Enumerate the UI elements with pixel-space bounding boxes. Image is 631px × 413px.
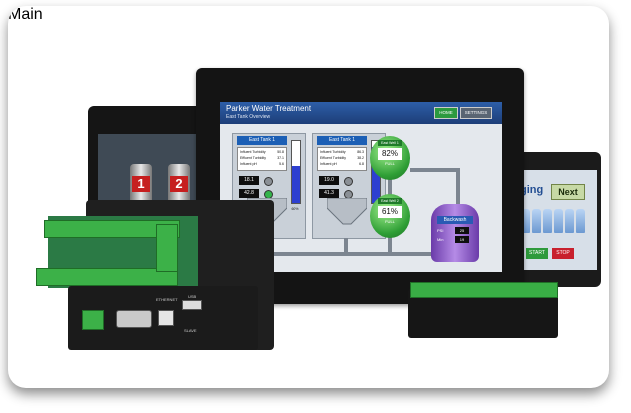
reading-value: 5.6	[279, 162, 284, 166]
numeric-display: 19.0	[319, 176, 339, 185]
hmi-main-device: Parker Water Treatment East Tank Overvie…	[196, 68, 524, 304]
screen-header: Parker Water Treatment East Tank Overvie…	[220, 102, 502, 124]
terminal-block	[156, 224, 178, 272]
settings-button[interactable]: SETTINGS	[460, 107, 492, 119]
next-button[interactable]: Next	[551, 184, 585, 200]
stop-button[interactable]: STOP	[552, 248, 574, 259]
image-card: Main 1 2 ging Next START STOP Parker Wat…	[8, 6, 609, 388]
tank-icon-2: 2	[168, 164, 190, 204]
well-sphere-1: East Well 1 82% FULL	[370, 136, 410, 180]
well-status: FULL	[385, 161, 395, 166]
tank-panel-title: East Tank 1	[317, 136, 367, 145]
screen-title: Parker Water Treatment	[226, 104, 312, 113]
bottle-icon	[521, 209, 530, 233]
reading-value: 50.8	[277, 150, 284, 154]
pipe	[344, 238, 348, 256]
power-terminal	[82, 310, 104, 330]
serial-port[interactable]	[116, 310, 152, 328]
reading-label: Influent Turbidity	[240, 150, 266, 154]
bottle-icon	[576, 209, 585, 233]
reading-label: Influent Turbidity	[320, 150, 346, 154]
pipe	[264, 252, 460, 256]
plc-controller: ETHERNET USB SLAVE	[36, 198, 274, 353]
pipe	[456, 168, 460, 208]
hmi-main-screen: Parker Water Treatment East Tank Overvie…	[220, 102, 502, 272]
min-label: Min	[437, 237, 444, 242]
psi-value: 25	[455, 227, 469, 234]
well-status: FULL	[385, 219, 395, 224]
terminal-strip	[410, 282, 558, 298]
hmi-left-title: Main	[8, 6, 43, 23]
reading-value: 86.3	[357, 150, 364, 154]
well-label: East Well 2	[378, 198, 402, 204]
home-button[interactable]: HOME	[434, 107, 458, 119]
reading-label: Effluent Turbidity	[320, 156, 347, 160]
usb-port[interactable]	[182, 300, 202, 310]
hopper-tank-icon	[327, 198, 367, 225]
usb-label: USB	[188, 294, 197, 299]
level-gauge	[291, 140, 301, 204]
psi-label: PSI	[437, 228, 444, 233]
ethernet-label: ETHERNET	[156, 297, 178, 302]
level-gauge-label: 60%	[291, 207, 299, 211]
reading-value: 6.8	[359, 162, 364, 166]
readouts-box: Influent Turbidity 50.8 Effluent Turbidi…	[237, 147, 287, 171]
indicator-light	[264, 177, 273, 186]
reading-label: Influent pH	[240, 162, 257, 166]
hmi-right-title: ging	[520, 184, 544, 196]
pipe	[410, 168, 460, 172]
reading-value: 37.1	[277, 156, 284, 160]
tank-panel-title: East Tank 1	[237, 136, 287, 145]
bottle-icon	[532, 209, 541, 233]
bottle-icon	[554, 209, 563, 233]
numeric-display: 41.3	[319, 189, 339, 198]
well-percent: 61%	[378, 206, 402, 218]
reading-value: 38.2	[357, 156, 364, 160]
terminal-block	[44, 220, 180, 238]
slave-label: SLAVE	[184, 328, 197, 333]
numeric-display: 18.1	[239, 176, 259, 185]
screen-subtitle: East Tank Overview	[226, 114, 271, 120]
well-percent: 82%	[378, 148, 402, 160]
io-module-right	[408, 282, 558, 338]
numeric-display: 42.8	[239, 189, 259, 198]
level-gauge-fill	[372, 147, 380, 203]
reading-label: Effluent Turbidity	[240, 156, 267, 160]
backwash-title: Backwash	[437, 216, 473, 224]
bottle-icon	[565, 209, 574, 233]
min-value: 19	[455, 236, 469, 243]
backwash-tank: Backwash PSI 25 Min 19	[431, 204, 479, 262]
tank-icon-1-label: 1	[132, 176, 150, 192]
terminal-block	[36, 268, 178, 286]
bottle-icon	[543, 209, 552, 233]
well-sphere-2: East Well 2 61% FULL	[370, 194, 410, 238]
tank-icon-1: 1	[130, 164, 152, 204]
start-button[interactable]: START	[526, 248, 548, 259]
tank-icon-2-label: 2	[170, 176, 188, 192]
ethernet-port[interactable]	[158, 310, 174, 326]
well-label: East Well 1	[378, 140, 402, 146]
level-gauge-fill	[292, 165, 300, 203]
reading-label: Influent pH	[320, 162, 337, 166]
indicator-light	[344, 177, 353, 186]
readouts-box: Influent Turbidity 86.3 Effluent Turbidi…	[317, 147, 367, 171]
